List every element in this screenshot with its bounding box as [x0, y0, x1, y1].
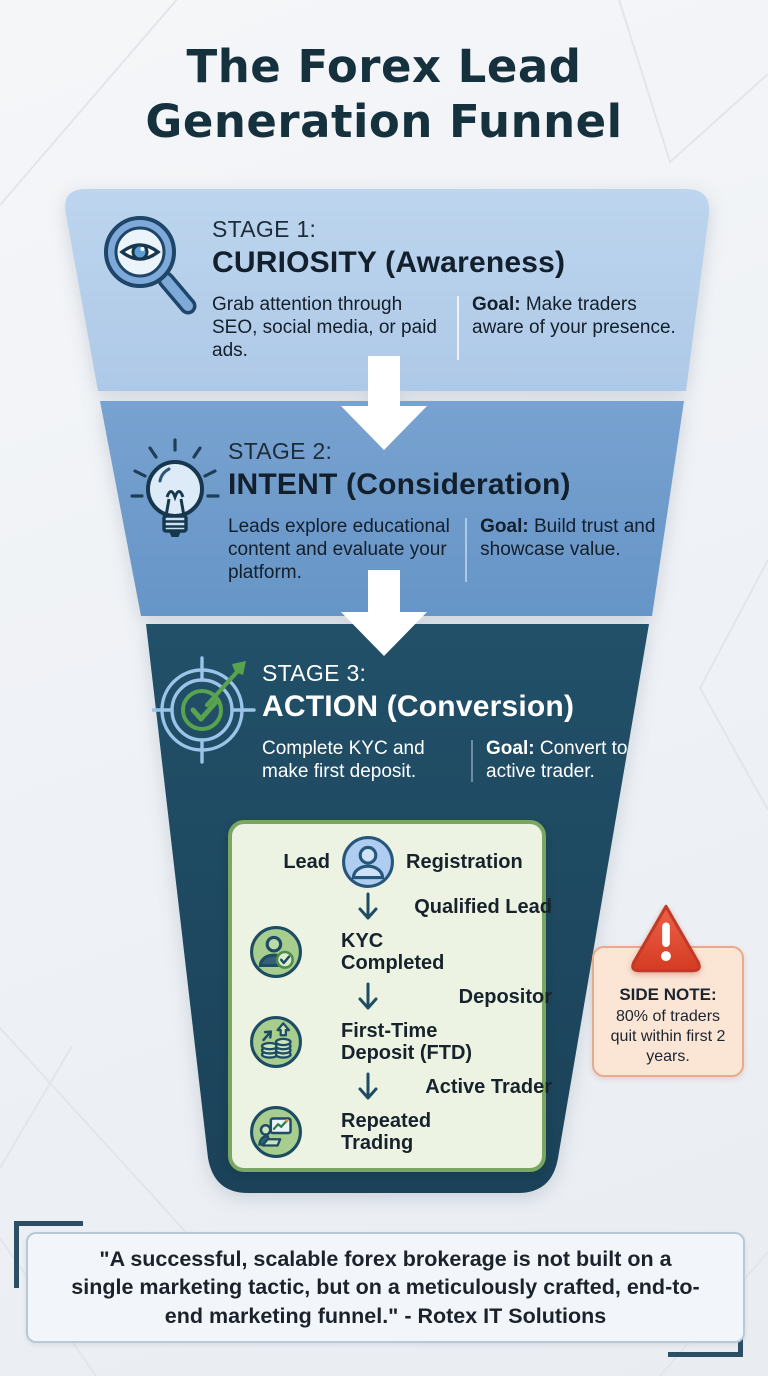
- stage-1-goal-label: Goal:: [472, 294, 521, 315]
- stage-1-goal: Goal: Make traders aware of your presenc…: [472, 294, 687, 362]
- stage-1-goal-text: Make traders aware of your presence.: [472, 294, 676, 338]
- person-icon: [341, 835, 395, 889]
- lightbulb-icon: [130, 438, 220, 537]
- stage-2-goal-label: Goal:: [480, 516, 529, 537]
- stage-1-block: STAGE 1: CURIOSITY (Awareness) Grab atte…: [212, 216, 692, 362]
- step-kyc-label: KYC Completed: [341, 930, 445, 974]
- step-active-trader-label: Active Trader: [425, 1076, 552, 1098]
- stage-1-description: Grab attention through SEO, social media…: [212, 294, 437, 361]
- side-note-text: 80% of traders quit within first 2 years…: [610, 1008, 726, 1065]
- stage-3-details: Complete KYC and make first deposit. Goa…: [262, 738, 662, 784]
- stage-2-divider: [465, 518, 468, 583]
- side-note-heading: SIDE NOTE:: [619, 985, 717, 1004]
- conversion-steps-box: Lead Registration Qualified Lead: [228, 820, 552, 1172]
- stage-2-name: INTENT (Consideration): [228, 468, 571, 501]
- step-registration-label: Registration: [406, 851, 523, 873]
- coins-growth-icon: [249, 1015, 303, 1069]
- quote-corner-bracket-top-left: [14, 1221, 83, 1288]
- quote-text: "A successful, scalable forex brokerage …: [71, 1246, 700, 1328]
- stage-1-details: Grab attention through SEO, social media…: [212, 294, 692, 362]
- person-check-icon: [249, 925, 303, 979]
- stage-1-label: STAGE 1:: [212, 216, 317, 242]
- stage-3-description: Complete KYC and make first deposit.: [262, 738, 425, 782]
- stage-3-block: STAGE 3: ACTION (Conversion) Complete KY…: [262, 660, 662, 784]
- step-repeated-trading-label: Repeated Trading: [341, 1110, 432, 1154]
- stage-1-name: CURIOSITY (Awareness): [212, 246, 566, 279]
- stage-2-goal: Goal: Build trust and showcase value.: [480, 516, 678, 584]
- step-ftd-label: First-Time Deposit (FTD): [341, 1020, 473, 1064]
- stage-2-details: Leads explore educational content and ev…: [228, 516, 678, 584]
- stage-3-label: STAGE 3:: [262, 660, 367, 686]
- conversion-steps: Lead Registration Qualified Lead: [232, 824, 552, 1159]
- stage-3-goal-label: Goal:: [486, 738, 535, 759]
- funnel-stage2-shape: [100, 401, 684, 616]
- stage-2-block: STAGE 2: INTENT (Consideration) Leads ex…: [228, 438, 678, 584]
- step-lead-label: Lead: [283, 851, 330, 873]
- target-dart-icon: [152, 656, 256, 764]
- stage-2-goal-text: Build trust and showcase value.: [480, 516, 656, 560]
- step-arrow-2: [357, 982, 379, 1012]
- stage-2-label: STAGE 2:: [228, 438, 333, 464]
- down-arrow-1: [341, 356, 427, 450]
- step-qualified-lead-label: Qualified Lead: [414, 896, 552, 918]
- stage-3-goal-text: Convert to active trader.: [486, 738, 628, 782]
- stage-2-description: Leads explore educational content and ev…: [228, 516, 450, 583]
- stage-3-goal: Goal: Convert to active trader.: [486, 738, 638, 784]
- stage-3-divider: [471, 740, 473, 782]
- page-title: The Forex Lead Generation Funnel: [145, 40, 623, 148]
- stage-3-name: ACTION (Conversion): [262, 690, 575, 723]
- warning-triangle-icon: [631, 904, 701, 973]
- stage-1-divider: [457, 296, 459, 361]
- quote-box: "A successful, scalable forex brokerage …: [26, 1232, 745, 1343]
- down-arrow-2: [341, 570, 427, 656]
- step-depositor-label: Depositor: [458, 986, 552, 1008]
- magnifier-eye-icon: [104, 216, 197, 315]
- step-arrow-3: [357, 1072, 379, 1102]
- funnel-stage1-shape: [65, 189, 710, 391]
- trader-laptop-icon: [249, 1105, 303, 1159]
- step-arrow-1: [357, 892, 379, 922]
